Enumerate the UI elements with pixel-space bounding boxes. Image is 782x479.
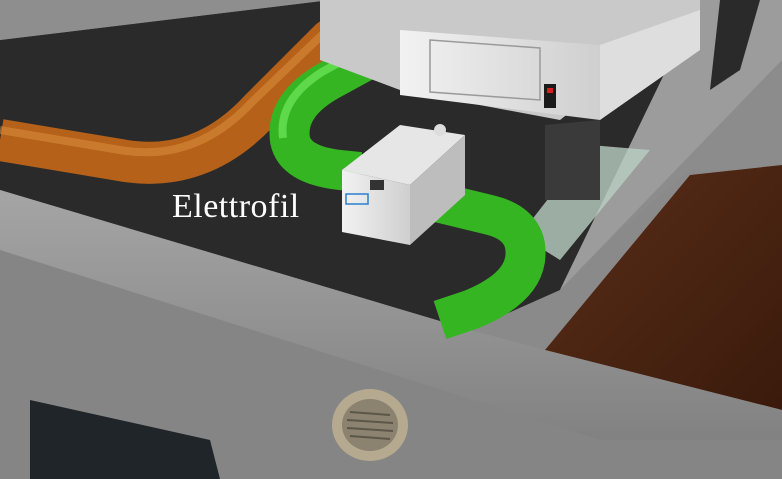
product-caption: Elettrofil bbox=[172, 188, 300, 225]
doorway bbox=[710, 0, 760, 90]
orange-duct-highlight bbox=[0, 29, 328, 157]
light-strip bbox=[520, 145, 650, 260]
slab-front-shadow bbox=[0, 250, 782, 479]
slab-top bbox=[0, 0, 330, 40]
power-indicator-light bbox=[547, 88, 553, 93]
handle-icon bbox=[370, 180, 384, 190]
opening-below bbox=[30, 400, 220, 479]
green-duct-lower bbox=[415, 178, 546, 339]
power-switch bbox=[544, 84, 556, 108]
wall-right-lower bbox=[560, 60, 782, 290]
wall-vent-grille bbox=[332, 389, 408, 461]
ventilation-unit bbox=[320, 0, 700, 200]
wood-floor bbox=[545, 165, 782, 410]
green-duct-highlight bbox=[278, 36, 382, 139]
brand-logo-icon bbox=[345, 193, 369, 205]
green-duct-upper bbox=[269, 32, 395, 192]
elettrofil-filter-box bbox=[342, 124, 465, 245]
